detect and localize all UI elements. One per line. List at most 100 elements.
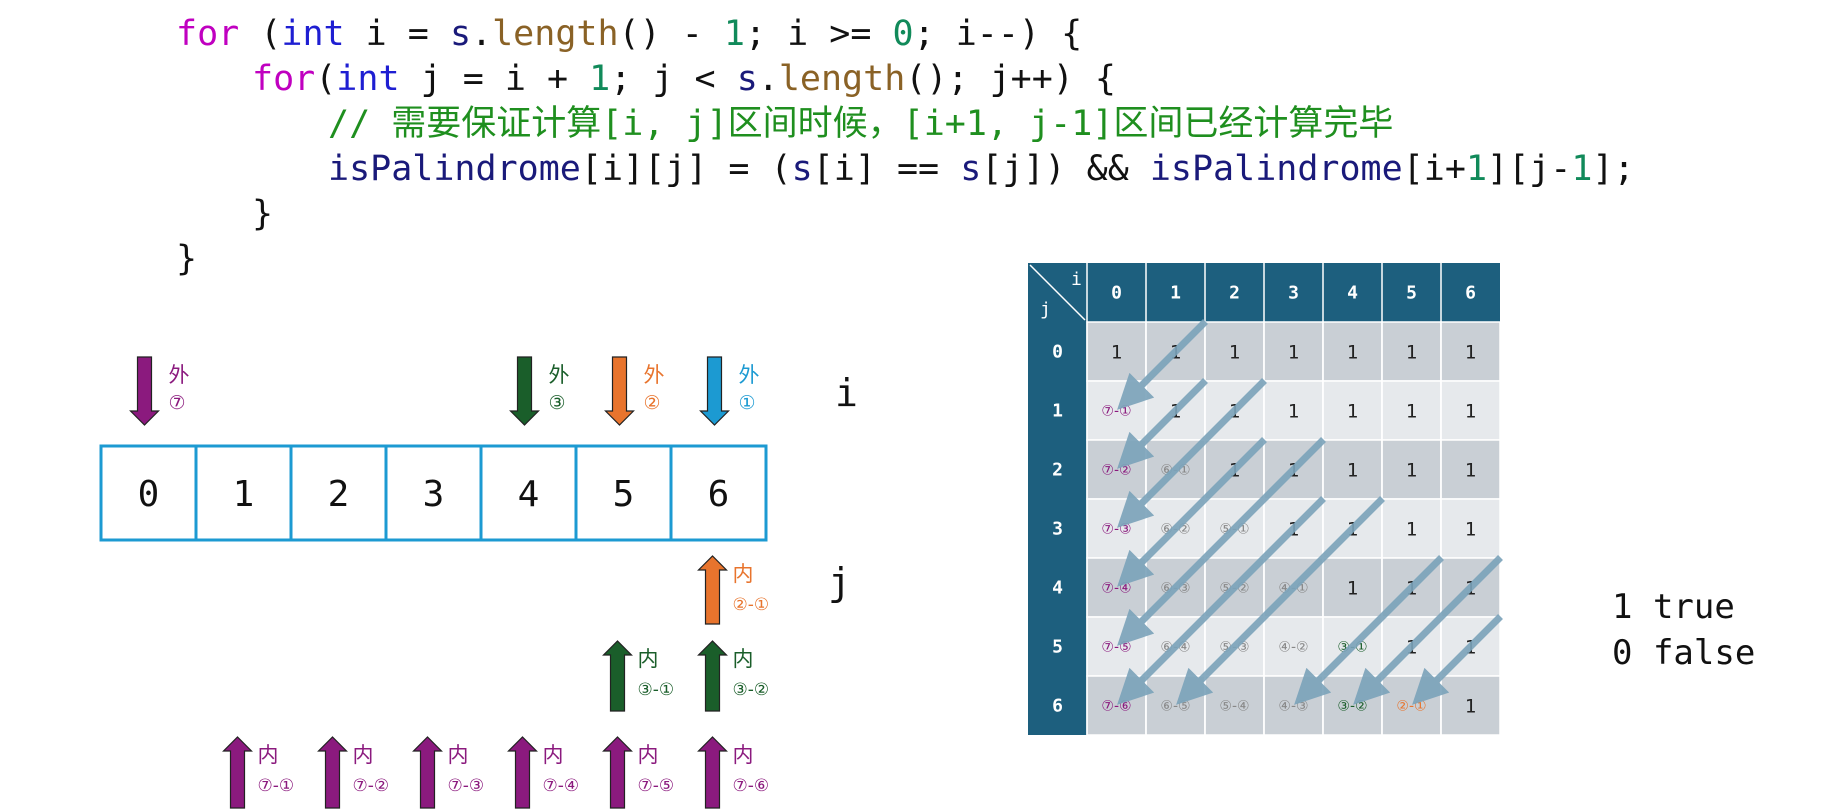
table-cell-value: 1 — [1229, 342, 1240, 364]
code-token: 1 — [723, 14, 745, 54]
code-token: // 需要保证计算[i, j]区间时候，[i+1, j-1]区间已经计算完毕 — [328, 104, 1394, 144]
code-token: s — [449, 14, 472, 54]
col-header-label: 2 — [1229, 283, 1240, 304]
code-token: [i] == — [812, 149, 961, 189]
array-cell — [574, 444, 673, 542]
code-token: 0 — [892, 14, 914, 54]
row-header — [1028, 381, 1087, 440]
col-header — [1087, 263, 1146, 322]
diagonal-arrow — [1176, 496, 1385, 705]
inner-arrow-text: ⑦-② — [353, 776, 390, 796]
code-token: j = i + — [399, 59, 590, 99]
code-token: ]; — [1592, 149, 1635, 189]
corner-j-label: j — [1040, 299, 1051, 320]
code-token: ; j < — [610, 59, 737, 99]
table-cell-value: 1 — [1465, 519, 1476, 541]
col-header — [1441, 263, 1500, 322]
array-cell — [99, 444, 198, 542]
array-cell-value: 5 — [613, 474, 635, 515]
table-cell-value: 1 — [1347, 460, 1358, 482]
code-token: . — [471, 14, 493, 54]
table-cell — [1322, 439, 1383, 500]
code-token: isPalindrome — [328, 149, 581, 189]
code-token: i = — [344, 14, 450, 54]
inner-arrow-text: ⑦-⑤ — [638, 776, 675, 796]
col-header-label: 3 — [1288, 283, 1299, 304]
loop-arrow — [222, 736, 253, 809]
diagonal-arrow — [1412, 614, 1503, 705]
code-token: [i][j] = ( — [580, 149, 792, 189]
table-cell-value: 1 — [1288, 342, 1299, 364]
row-header — [1028, 499, 1087, 558]
table-cell — [1263, 675, 1324, 736]
code-token: isPalindrome — [1149, 149, 1403, 189]
loop-arrow — [602, 640, 633, 712]
inner-arrow-text: ②-① — [733, 595, 770, 615]
table-cell-value: 1 — [1406, 519, 1417, 541]
diagonal-arrow — [1117, 378, 1208, 469]
code-block: for (int i = s.length() - 1; i >= 0; i--… — [0, 0, 1822, 290]
code-token: ( — [239, 14, 282, 54]
code-token: ( — [315, 59, 337, 99]
inner-arrow-label: 内 — [733, 743, 754, 767]
code-token: } — [252, 194, 274, 234]
array-cell-value: 6 — [708, 474, 730, 515]
loop-arrow — [604, 356, 635, 426]
row-header — [1028, 676, 1087, 735]
code-line: } — [176, 237, 197, 281]
outer-arrow-number: ⑦ — [169, 392, 186, 414]
code-line: // 需要保证计算[i, j]区间时候，[i+1, j-1]区间已经计算完毕 — [328, 102, 1393, 146]
inner-arrow-text: ⑦-⑥ — [733, 776, 770, 796]
inner-arrow-text: ⑦-④ — [543, 776, 580, 796]
code-token: s — [791, 149, 813, 189]
table-cell — [1440, 675, 1501, 736]
table-cell-value: ⑥-⑤ — [1160, 699, 1190, 715]
code-token: s — [736, 59, 758, 99]
table-cell-value: 1 — [1288, 401, 1299, 423]
code-token: 1 — [589, 59, 611, 99]
loop-arrow — [129, 356, 160, 426]
code-token: int — [281, 14, 345, 54]
loop-arrow — [509, 356, 540, 426]
table-cell — [1440, 380, 1501, 441]
diagonal-arrow — [1117, 378, 1267, 528]
row-header — [1028, 617, 1087, 676]
outer-arrow-number: ② — [644, 392, 661, 414]
diagonal-arrow — [1117, 319, 1208, 410]
array-cell — [384, 444, 483, 542]
col-header — [1264, 263, 1323, 322]
table-cell-value: ④-③ — [1278, 699, 1308, 715]
inner-arrow-label: 内 — [638, 743, 659, 767]
table-cell-value: ⑦-② — [1101, 463, 1131, 479]
array-cell-value: 3 — [423, 474, 445, 515]
row-header-label: 1 — [1052, 401, 1063, 422]
code-token: for — [176, 14, 240, 54]
table-cell — [1381, 321, 1442, 382]
inner-arrow-label: 内 — [638, 647, 659, 671]
inner-arrow-label: 内 — [448, 743, 469, 767]
diagonal-arrow — [1353, 555, 1503, 705]
inner-arrow-text: ③-① — [638, 680, 675, 700]
inner-arrow-text: ③-② — [733, 680, 770, 700]
array-cell — [479, 444, 578, 542]
code-token: length — [778, 59, 906, 99]
loop-arrow — [699, 356, 730, 426]
table-cell-value: ⑦-⑤ — [1101, 640, 1131, 656]
row-header — [1028, 558, 1087, 617]
col-header — [1323, 263, 1382, 322]
code-line: } — [252, 192, 273, 236]
array-cell — [669, 444, 768, 542]
table-cell — [1381, 380, 1442, 441]
loop-arrow — [507, 736, 538, 809]
table-cell — [1263, 616, 1324, 677]
table-cell-value: 1 — [1347, 401, 1358, 423]
legend: 1 true 0 false — [1612, 584, 1755, 676]
code-line: for (int i = s.length() - 1; i >= 0; i--… — [176, 12, 1082, 56]
table-cell-value: ④-② — [1278, 640, 1308, 656]
inner-arrow-text: ⑦-③ — [448, 776, 485, 796]
loop-arrow — [602, 736, 633, 809]
array-cell-value: 4 — [518, 474, 540, 515]
table-cell-value: ⑤-④ — [1219, 699, 1249, 715]
code-token: 1 — [1571, 149, 1593, 189]
code-token: int — [336, 59, 400, 99]
